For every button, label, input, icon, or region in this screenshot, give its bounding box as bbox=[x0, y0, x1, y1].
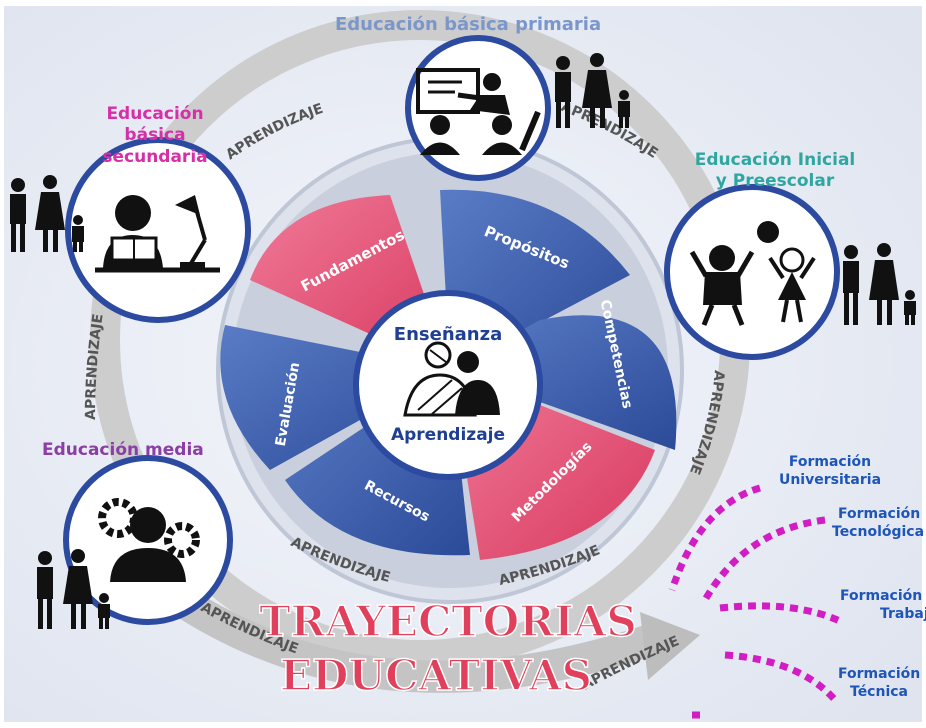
stage-label-secundaria: Educación básica secundaria bbox=[80, 104, 230, 168]
stage-label-secundaria-line1: Educación básica bbox=[106, 104, 204, 146]
center-label-bottom: Aprendizaje bbox=[391, 425, 505, 445]
stage-circle-secundaria bbox=[65, 137, 251, 323]
lower-arrow-head bbox=[640, 612, 700, 680]
outcome-universitaria-line2: Universitaria bbox=[778, 471, 882, 488]
outcome-tecnologica: Formación Tecnológica bbox=[832, 506, 926, 541]
path-tecnologica bbox=[701, 516, 826, 602]
stage-label-inicial-line1: Educación Inicial bbox=[694, 150, 856, 170]
children-playing-icon bbox=[689, 221, 816, 326]
lower-arrow-shaft bbox=[171, 586, 656, 693]
student-reading-icon bbox=[95, 195, 220, 273]
person-gears-icon bbox=[98, 498, 200, 582]
outcome-trabajo: Formación Trabajo bbox=[840, 588, 926, 623]
center-label-top: Enseñanza bbox=[394, 324, 502, 345]
teacher-student-icon bbox=[403, 341, 500, 417]
outcome-tecnica: Formación Técnica bbox=[838, 666, 926, 701]
family-icon-inicial bbox=[843, 243, 916, 325]
outcome-tecnica-line1: Formación bbox=[838, 666, 921, 682]
path-tecnica bbox=[724, 651, 838, 703]
outcome-paths bbox=[668, 484, 844, 719]
title-line-2: EDUCATIVAS bbox=[280, 651, 592, 700]
title-line-1: TRAYECTORIAS bbox=[259, 597, 636, 646]
stage-label-primaria: Educación básica primaria bbox=[335, 14, 602, 35]
outcome-tecnologica-line2: Tecnológica bbox=[832, 523, 925, 540]
stage-label-media: Educación media bbox=[42, 440, 204, 460]
outcome-trabajo-line2: Trabajo bbox=[880, 605, 926, 622]
outcome-universitaria: Formación Universitaria bbox=[770, 454, 890, 489]
outcome-tecnologica-line1: Formación bbox=[838, 506, 921, 522]
stage-label-secundaria-line2: secundaria bbox=[102, 146, 208, 167]
family-icon-secundaria bbox=[10, 175, 84, 252]
stage-circle-inicial bbox=[664, 184, 840, 360]
stage-label-inicial: Educación Inicial y Preescolar bbox=[680, 150, 870, 193]
outcome-trabajo-line1: Formación bbox=[840, 588, 923, 604]
path-universitaria bbox=[668, 484, 761, 592]
outcome-tecnica-line2: Técnica bbox=[850, 683, 908, 700]
family-icon-media bbox=[37, 549, 110, 629]
path-trabajo bbox=[719, 602, 844, 626]
teacher-classroom-icon bbox=[416, 68, 541, 155]
stage-label-inicial-line2: y Preescolar bbox=[715, 171, 835, 192]
family-icon-primaria bbox=[555, 53, 630, 128]
outcome-universitaria-line1: Formación bbox=[788, 454, 872, 470]
